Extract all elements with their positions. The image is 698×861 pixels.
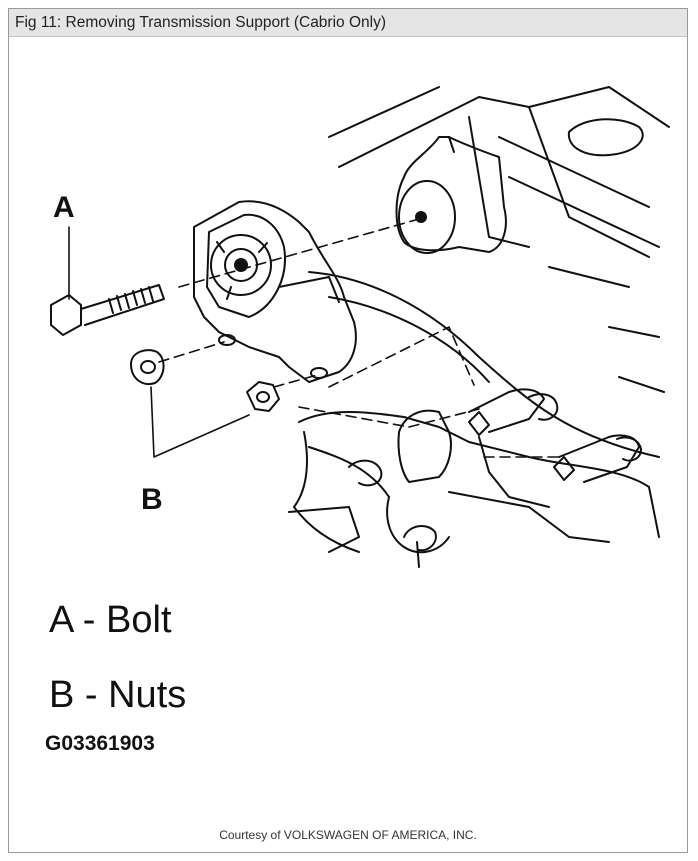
callout-leaders bbox=[68, 226, 250, 458]
figure-code: G03361903 bbox=[45, 732, 155, 755]
callout-b: B bbox=[141, 483, 163, 516]
figure-title: Fig 11: Removing Transmission Support (C… bbox=[15, 14, 386, 31]
engine-mount bbox=[395, 136, 507, 254]
courtesy-credit: Courtesy of VOLKSWAGEN OF AMERICA, INC. bbox=[219, 828, 477, 842]
transmission-support-bracket bbox=[193, 200, 357, 383]
figure-frame: Fig 11: Removing Transmission Support (C… bbox=[8, 8, 688, 853]
title-bar: Fig 11: Removing Transmission Support (C… bbox=[9, 9, 687, 37]
alignment-lines bbox=[158, 218, 560, 458]
callout-a: A bbox=[53, 191, 75, 224]
transmission-support-diagram: A B bbox=[50, 86, 670, 568]
nut-b-lower bbox=[246, 381, 280, 412]
bolt-a bbox=[50, 284, 165, 336]
engine-block-lines bbox=[308, 86, 670, 458]
legend-bolt: A - Bolt bbox=[49, 599, 172, 641]
transmission-housing bbox=[288, 388, 660, 568]
nut-b-upper bbox=[130, 349, 165, 385]
legend-nuts: B - Nuts bbox=[49, 674, 187, 716]
